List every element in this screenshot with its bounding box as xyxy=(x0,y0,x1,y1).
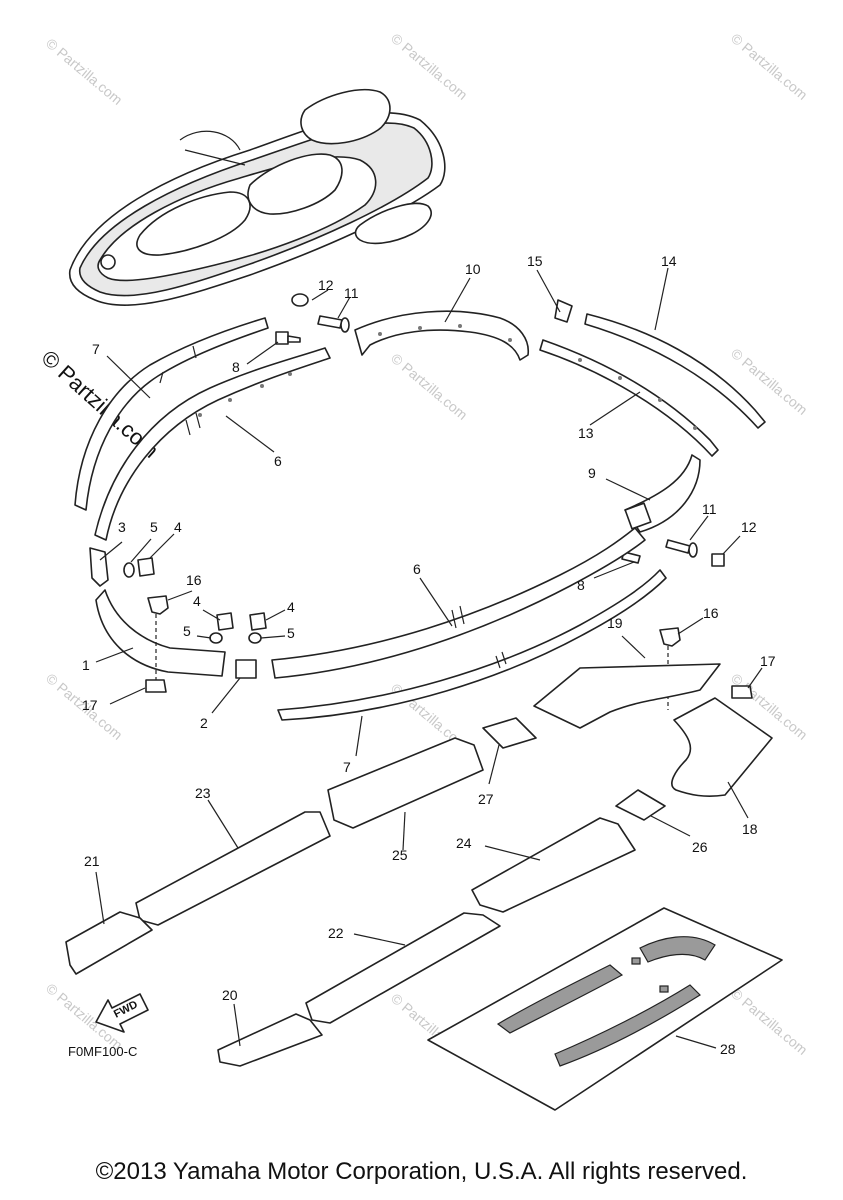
callout-12: 12 xyxy=(318,277,334,293)
callout-24: 24 xyxy=(456,835,472,851)
part-16-screw xyxy=(659,627,681,647)
part-8-bolt xyxy=(275,331,301,345)
part-25-mat xyxy=(327,737,484,829)
callout-16: 16 xyxy=(186,572,202,588)
callout-18: 18 xyxy=(742,821,758,837)
watercraft-illustration xyxy=(68,88,446,307)
part-13-rail xyxy=(539,339,719,457)
part-7-main-rail xyxy=(277,569,667,721)
callouts: 7 8 6 12 11 10 15 14 13 9 11 12 8 3 5 4 … xyxy=(82,253,776,1057)
callout-25: 25 xyxy=(392,847,408,863)
callout-23: 23 xyxy=(195,785,211,801)
callout-7-main: 7 xyxy=(343,759,351,775)
callout-14: 14 xyxy=(661,253,677,269)
part-3-bracket xyxy=(89,547,109,587)
watermark: © Partzilla.com xyxy=(43,35,126,108)
part-4-nut xyxy=(216,612,234,631)
callout-27: 27 xyxy=(478,791,494,807)
part-9-end-cap xyxy=(624,454,701,533)
part-15-pin xyxy=(554,299,573,323)
parts-diagram: © Partzilla.com © Partzilla.com © Partzi… xyxy=(37,30,811,1111)
callout-11-right: 11 xyxy=(702,501,717,517)
part-2-pad xyxy=(235,659,257,679)
part-27-mat xyxy=(482,717,537,749)
part-1-front-piece xyxy=(95,589,226,677)
part-11-rivet xyxy=(317,315,350,333)
part-12-cap-right xyxy=(711,553,725,567)
callout-9: 9 xyxy=(588,465,596,481)
forward-arrow-icon: FWD xyxy=(95,993,149,1033)
diagram-code: F0MF100-C xyxy=(68,1044,138,1059)
callout-28: 28 xyxy=(720,1041,736,1057)
part-6-main-rail xyxy=(271,527,646,679)
callout-8: 8 xyxy=(232,359,240,375)
part-6-upper-rail xyxy=(94,347,331,541)
part-23-mat xyxy=(135,811,331,926)
callout-5-b: 5 xyxy=(183,623,191,639)
callout-16-right: 16 xyxy=(703,605,719,621)
callout-17: 17 xyxy=(82,697,98,713)
part-17-clip xyxy=(145,679,167,693)
part-19-mat xyxy=(533,663,721,729)
callout-6-main: 6 xyxy=(413,561,421,577)
callout-17-right: 17 xyxy=(760,653,776,669)
callout-8-right: 8 xyxy=(577,577,585,593)
callout-7: 7 xyxy=(92,341,100,357)
part-14-rail xyxy=(584,313,766,429)
part-21-mat xyxy=(65,911,153,975)
part-20-mat xyxy=(217,1013,323,1067)
callout-21: 21 xyxy=(84,853,100,869)
callout-19: 19 xyxy=(607,615,623,631)
callout-5-c: 5 xyxy=(287,625,295,641)
callout-2: 2 xyxy=(200,715,208,731)
watermark: © Partzilla.com xyxy=(388,30,471,103)
watermark: © Partzilla.com xyxy=(728,985,811,1058)
copyright-notice: ©2013 Yamaha Motor Corporation, U.S.A. A… xyxy=(95,1158,748,1185)
leader-lines xyxy=(95,267,763,1049)
callout-22: 22 xyxy=(328,925,344,941)
callout-4: 4 xyxy=(174,519,182,535)
part-22-mat xyxy=(305,912,501,1024)
part-5-washer xyxy=(248,632,262,644)
part-7-upper-rail xyxy=(74,317,269,511)
part-26-mat xyxy=(615,789,666,821)
part-5-washer xyxy=(123,562,135,578)
part-4-nut xyxy=(137,557,155,577)
part-16-screw xyxy=(147,595,169,615)
part-4-nut xyxy=(249,612,267,631)
callout-6: 6 xyxy=(274,453,282,469)
watermark: © Partzilla.com xyxy=(728,30,811,103)
callout-15: 15 xyxy=(527,253,543,269)
callout-26: 26 xyxy=(692,839,708,855)
callout-11: 11 xyxy=(344,285,359,301)
callout-3: 3 xyxy=(118,519,126,535)
watermark: © Partzilla.com xyxy=(388,350,471,423)
part-28-mat-kit xyxy=(427,907,783,1111)
callout-13: 13 xyxy=(578,425,594,441)
part-18-mat xyxy=(671,697,773,797)
callout-10: 10 xyxy=(465,261,481,277)
callout-20: 20 xyxy=(222,987,238,1003)
part-10-front-guard xyxy=(354,310,529,361)
callout-12-right: 12 xyxy=(741,519,757,535)
callout-5: 5 xyxy=(150,519,158,535)
callout-1: 1 xyxy=(82,657,90,673)
callout-4-c: 4 xyxy=(287,599,295,615)
part-11-rivet-right xyxy=(665,539,698,558)
part-5-washer xyxy=(209,632,223,644)
part-17-clip xyxy=(731,685,753,699)
callout-4-b: 4 xyxy=(193,593,201,609)
part-24-mat xyxy=(471,817,636,913)
part-12-cap xyxy=(291,293,309,307)
